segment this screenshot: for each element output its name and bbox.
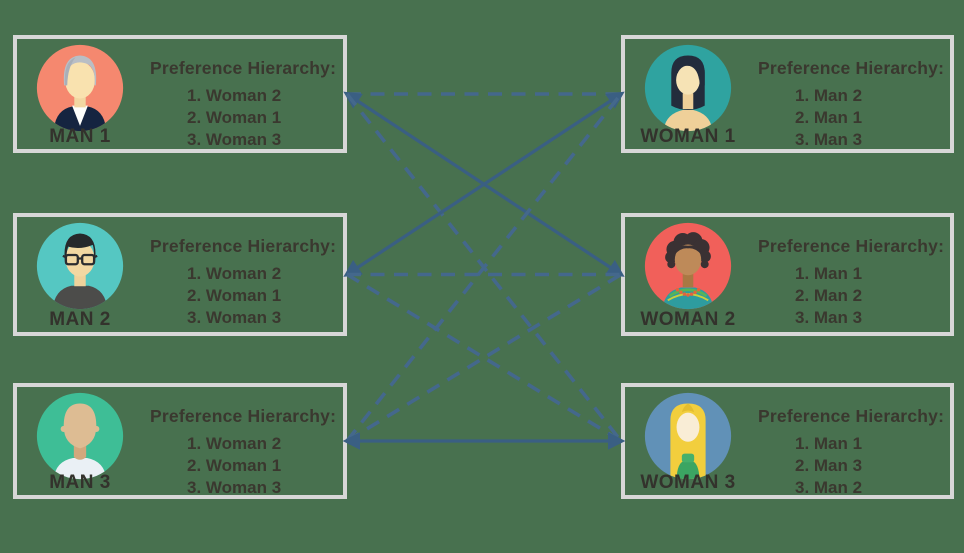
pref-item: 3. Woman 3: [187, 130, 282, 149]
pref-item: 1. Man 1: [795, 264, 863, 283]
man-3-label: MAN 3: [49, 472, 111, 493]
edge-man-1-woman-3: [345, 92, 623, 443]
woman-3-box: WOMAN 3 Preference Hierarchy: 1. Man 1 2…: [621, 383, 954, 499]
woman-curly-hair-icon: [644, 222, 732, 310]
man-1-preferences: Preference Hierarchy: 1. Woman 2 2. Woma…: [150, 58, 336, 151]
pref-item: 1. Man 1: [795, 434, 863, 453]
pref-title: Preference Hierarchy:: [150, 58, 337, 78]
pref-item: 3. Man 2: [795, 478, 863, 497]
man-2-label: MAN 2: [49, 309, 111, 330]
edge-man-2-woman-1: [343, 91, 625, 277]
man-2-preferences: Preference Hierarchy: 1. Woman 2 2. Woma…: [150, 236, 336, 329]
woman-1-label: WOMAN 1: [640, 126, 736, 147]
pref-title: Preference Hierarchy:: [150, 406, 337, 426]
woman-3-preferences: Preference Hierarchy: 1. Man 1 2. Man 3 …: [758, 406, 944, 499]
woman-2-label: WOMAN 2: [640, 309, 736, 330]
pref-item: 2. Woman 1: [187, 456, 282, 475]
pref-item: 2. Man 3: [795, 456, 863, 475]
pref-list: 1. Woman 2 2. Woman 1 3. Woman 3: [150, 263, 336, 329]
man-3-preferences: Preference Hierarchy: 1. Woman 2 2. Woma…: [150, 406, 336, 499]
man-gray-hair-suit-icon: [36, 44, 124, 132]
pref-item: 2. Woman 1: [187, 108, 282, 127]
pref-item: 3. Man 3: [795, 130, 863, 149]
pref-item: 1. Woman 2: [187, 434, 282, 453]
pref-item: 3. Woman 3: [187, 308, 282, 327]
woman-2-box: WOMAN 2 Preference Hierarchy: 1. Man 1 2…: [621, 213, 954, 336]
pref-item: 1. Man 2: [795, 86, 863, 105]
edge-man-2-woman-3: [346, 272, 622, 443]
woman-blonde-hair-icon: [644, 392, 732, 480]
man-3-box: MAN 3 Preference Hierarchy: 1. Woman 2 2…: [13, 383, 347, 499]
pref-list: 1. Man 1 2. Man 2 3. Man 3: [758, 263, 944, 329]
pref-list: 1. Man 1 2. Man 3 3. Man 2: [758, 433, 944, 499]
woman-1-box: WOMAN 1 Preference Hierarchy: 1. Man 2 2…: [621, 35, 954, 153]
pref-item: 2. Man 1: [795, 108, 863, 127]
man-black-hair-glasses-icon: [36, 222, 124, 310]
edge-man-3-woman-2: [346, 272, 622, 443]
pref-item: 3. Man 3: [795, 308, 863, 327]
edge-man-3-woman-1: [345, 92, 623, 443]
woman-3-label: WOMAN 3: [640, 472, 736, 493]
pref-title: Preference Hierarchy:: [758, 58, 945, 78]
pref-item: 1. Woman 2: [187, 264, 282, 283]
man-1-box: MAN 1 Preference Hierarchy: 1. Woman 2 2…: [13, 35, 347, 153]
edge-man-1-woman-2: [343, 91, 625, 277]
man-2-box: MAN 2 Preference Hierarchy: 1. Woman 2 2…: [13, 213, 347, 336]
pref-item: 3. Woman 3: [187, 478, 282, 497]
man-bald-icon: [36, 392, 124, 480]
pref-item: 2. Woman 1: [187, 286, 282, 305]
man-1-label: MAN 1: [49, 126, 111, 147]
pref-item: 2. Man 2: [795, 286, 863, 305]
pref-list: 1. Woman 2 2. Woman 1 3. Woman 3: [150, 433, 336, 499]
pref-title: Preference Hierarchy:: [758, 236, 945, 256]
woman-1-preferences: Preference Hierarchy: 1. Man 2 2. Man 1 …: [758, 58, 944, 151]
pref-list: 1. Man 2 2. Man 1 3. Man 3: [758, 85, 944, 151]
pref-list: 1. Woman 2 2. Woman 1 3. Woman 3: [150, 85, 336, 151]
pref-title: Preference Hierarchy:: [758, 406, 945, 426]
woman-dark-bob-icon: [644, 44, 732, 132]
pref-title: Preference Hierarchy:: [150, 236, 337, 256]
woman-2-preferences: Preference Hierarchy: 1. Man 1 2. Man 2 …: [758, 236, 944, 329]
pref-item: 1. Woman 2: [187, 86, 282, 105]
